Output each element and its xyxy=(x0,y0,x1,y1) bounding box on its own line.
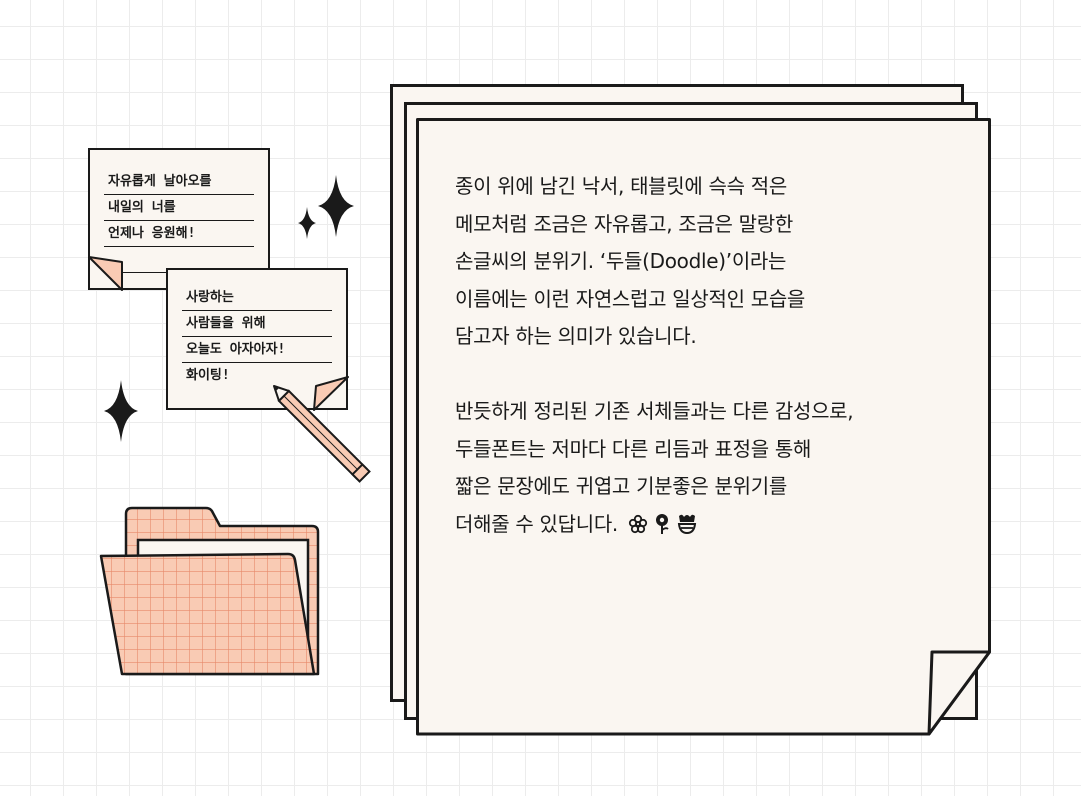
paragraph-line: 더해줄 수 있답니다. xyxy=(455,506,975,544)
sparkle-left-icon xyxy=(104,380,138,442)
note-line: 화이팅! xyxy=(186,368,230,383)
paragraph-line: 담고자 하는 의미가 있습니다. xyxy=(455,324,697,348)
note-line: 사랑하는 xyxy=(182,286,332,311)
note-line: 언제나 응원해! xyxy=(104,222,254,247)
pencil-icon xyxy=(273,385,371,483)
sparkle-large-icon xyxy=(318,175,354,237)
folder-icon xyxy=(99,506,320,676)
paragraph-line: 이름에는 이런 자연스럽고 일상적인 모습을 xyxy=(455,286,806,311)
note-line: 내일의 너를 xyxy=(104,196,254,221)
sparkle-small-icon xyxy=(298,207,316,239)
paragraph-line: 반듯하게 정리된 기존 서체들과는 다른 감성으로, xyxy=(455,399,854,423)
note-line: 오늘도 아자아자! xyxy=(182,338,332,363)
paragraph-line-text: 더해줄 수 있답니다. xyxy=(455,511,618,536)
paragraph-line: 짧은 문장에도 귀엽고 기분좋은 분위기를 xyxy=(455,474,787,498)
note-line: 사람들을 위해 xyxy=(182,312,332,337)
paragraph-line: 손글씨의 분위기. ‘두들(Doodle)’이라는 xyxy=(455,249,787,273)
paragraph-line: 종이 위에 남긴 낙서, 태블릿에 슥슥 적은 xyxy=(455,174,788,198)
note-fold-corner xyxy=(88,256,123,291)
note-line: 자유롭게 날아오를 xyxy=(104,170,254,195)
description-text: 종이 위에 남긴 낙서, 태블릿에 슥슥 적은 메모처럼 조금은 자유롭고, 조… xyxy=(455,168,975,543)
paper-sheet-front xyxy=(416,118,991,736)
note-fold-corner xyxy=(313,376,349,411)
paragraph-line: 두들폰트는 저마다 다른 리듬과 표정을 통해 xyxy=(455,436,812,461)
flower-pot-icon xyxy=(678,514,697,534)
flower-icon xyxy=(628,514,648,533)
paragraph-line: 메모처럼 조금은 자유롭고, 조금은 말랑한 xyxy=(455,211,793,236)
tulip-icon xyxy=(656,513,669,534)
